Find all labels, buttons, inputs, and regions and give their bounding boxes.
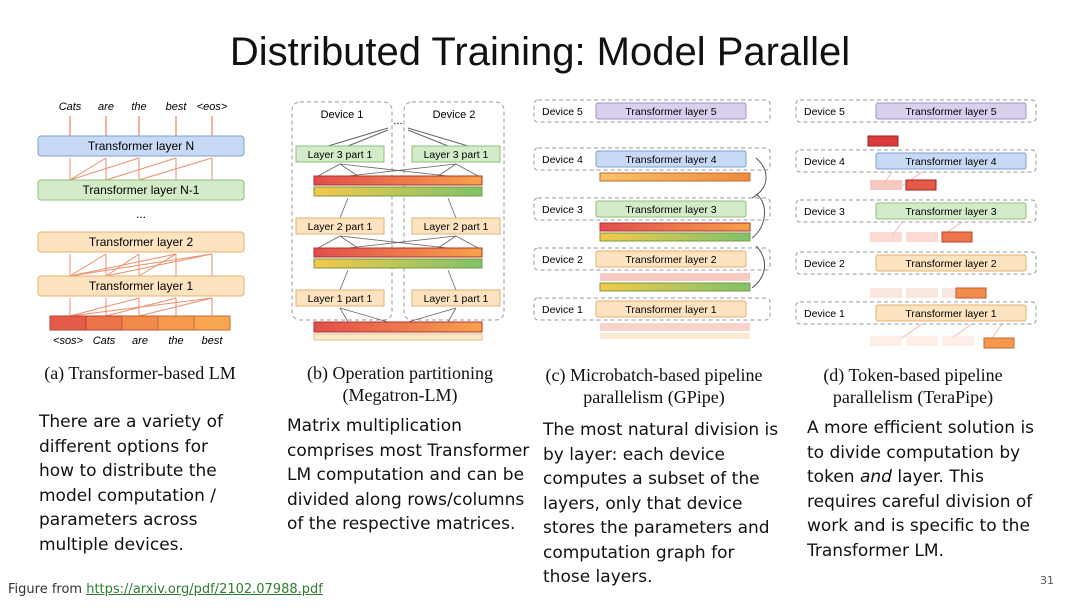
device-2-label: Device 2 [433,109,476,121]
input-token: Cats [93,335,116,347]
device-label: Device 2 [542,254,583,266]
layer-part-label: Layer 2 part 1 [308,221,373,233]
panel-d-diagram: Device 5 Transformer layer 5 Device 4 Tr… [795,99,1037,349]
output-token: the [131,101,146,113]
layer-part-label: Layer 1 part 1 [424,293,489,305]
layer-label: Transformer layer 1 [905,308,996,320]
panel-c-diagram: Device 5 Transformer layer 5 Device 4 Tr… [533,99,771,339]
token-embeddings [49,315,231,331]
description-a: There are a variety of different options… [39,412,223,555]
layer-part-label: Layer 3 part 1 [308,149,373,161]
device-label: Device 3 [542,204,583,216]
layer-label: Transformer layer 3 [905,206,996,218]
panel-b-diagram: Device 1 ... Device 2 Layer 3 part 1 Lay… [291,101,505,341]
input-token: are [132,335,148,347]
device-label: Device 5 [804,106,845,118]
device-label: Device 2 [804,258,845,270]
layer-n-box [37,135,245,157]
device-label: Device 4 [804,156,845,168]
layer-label: Transformer layer 2 [905,258,996,270]
page-number: 31 [1040,574,1054,587]
figure-source-prefix: Figure from [8,582,87,597]
description-d: A more efficient solution is to divide c… [807,416,1043,563]
device-label: Device 1 [542,304,583,316]
layer-label: Transformer layer 1 [89,279,194,293]
layer-label: Transformer layer 1 [625,304,716,316]
layer-label: Transformer layer 5 [625,106,716,118]
description-b: Matrix multiplication comprises most Tra… [287,416,530,534]
description-d-text-2: layer. This requires careful division of… [807,467,1033,561]
caption-a: (a) Transformer-based LM [44,363,236,383]
layer-label: Transformer layer 4 [905,156,996,168]
device-label: Device 3 [804,206,845,218]
figure-source: Figure from https://arxiv.org/pdf/2102.0… [8,582,323,597]
layer-label: Transformer layer 5 [905,106,996,118]
output-token: best [166,101,188,113]
layer-label: Transformer layer 2 [625,254,716,266]
device-label: Device 5 [542,106,583,118]
layer-n-1-box [37,179,245,201]
layer-label: Transformer layer N [88,139,194,153]
caption-b: (b) Operation partitioning (Megatron-LM) [307,363,493,405]
layer-part-label: Layer 2 part 1 [424,221,489,233]
layer-label: Transformer layer 3 [625,204,716,216]
device-1-label: Device 1 [321,109,364,121]
layer-label: Transformer layer N-1 [83,183,200,197]
output-token: <eos> [197,101,228,113]
description-c: The most natural division is by layer: e… [543,420,779,587]
description-d-text-1: A more efficient solution is to divide c… [807,418,1035,487]
slide-title: Distributed Training: Model Parallel [229,30,851,74]
output-token: are [98,101,114,113]
caption-d: (d) Token-based pipeline parallelism (Te… [823,365,1003,407]
layer-label: Transformer layer 2 [89,235,194,249]
layer-part-label: Layer 3 part 1 [424,149,489,161]
device-2-box [403,101,505,321]
input-token: best [202,335,224,347]
layer-part-label: Layer 1 part 1 [308,293,373,305]
layer-label: Transformer layer 4 [625,154,716,166]
panel-a-diagram: Cats are the best <eos> Transformer laye… [37,101,245,347]
layer-1-box [37,275,245,297]
description-d-emphasis: and [859,467,892,487]
input-token: <sos> [53,335,84,347]
input-token: the [168,335,183,347]
device-label: Device 4 [542,154,583,166]
device-1-box [291,101,393,321]
source-link[interactable]: https://arxiv.org/pdf/2102.07988.pdf [86,582,323,597]
output-token: Cats [59,101,82,113]
caption-c: (c) Microbatch-based pipeline parallelis… [545,365,763,407]
device-label: Device 1 [804,308,845,320]
layer-2-box [37,231,245,253]
ellipsis: ... [393,115,402,127]
ellipsis: ... [136,207,146,221]
